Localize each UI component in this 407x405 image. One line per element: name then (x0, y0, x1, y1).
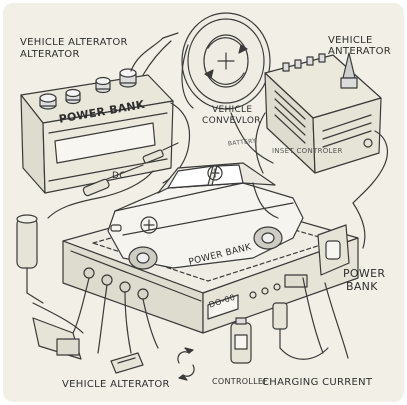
label-vehicle-center: VEHICLE (212, 105, 253, 115)
label-charging-current: CHARGING CURRENT (262, 377, 373, 388)
sketch-diagram (16, 12, 389, 381)
label-dc: DC (112, 171, 126, 181)
dc-connector-icon (82, 142, 179, 197)
cylinder-battery-icon (16, 214, 44, 304)
label-inset-controller: INSET CONTROLER (272, 147, 343, 155)
small-module-icon (110, 352, 144, 374)
alternator-icon (181, 12, 271, 110)
connector-box-icon (32, 317, 82, 360)
label-vehicle-alterator-bottom: VEHICLE ALTERATOR (62, 379, 170, 390)
controller-box-icon (264, 52, 382, 174)
battery-icon (20, 68, 174, 194)
label-vehicle-top-right: VEHICLE (328, 35, 373, 46)
socket-panel-icon (317, 224, 350, 276)
label-convevlor-center: CONVEVLOR (202, 116, 261, 126)
car-icon (107, 162, 304, 270)
label-alterator-top: ALTERATOR (20, 49, 80, 60)
label-controller: CONTROLLEF (212, 377, 269, 386)
label-power-right: POWER (343, 267, 386, 280)
small-battery-icon (230, 317, 252, 364)
cycle-arrows-icon (177, 347, 195, 381)
label-anterator-top-right: ANTERATOR (328, 46, 391, 57)
label-vehicle-alterator-top: VEHICLE ALTERATOR (20, 37, 128, 48)
plug-icon (272, 277, 349, 360)
label-bank-right: BANK (346, 280, 378, 293)
